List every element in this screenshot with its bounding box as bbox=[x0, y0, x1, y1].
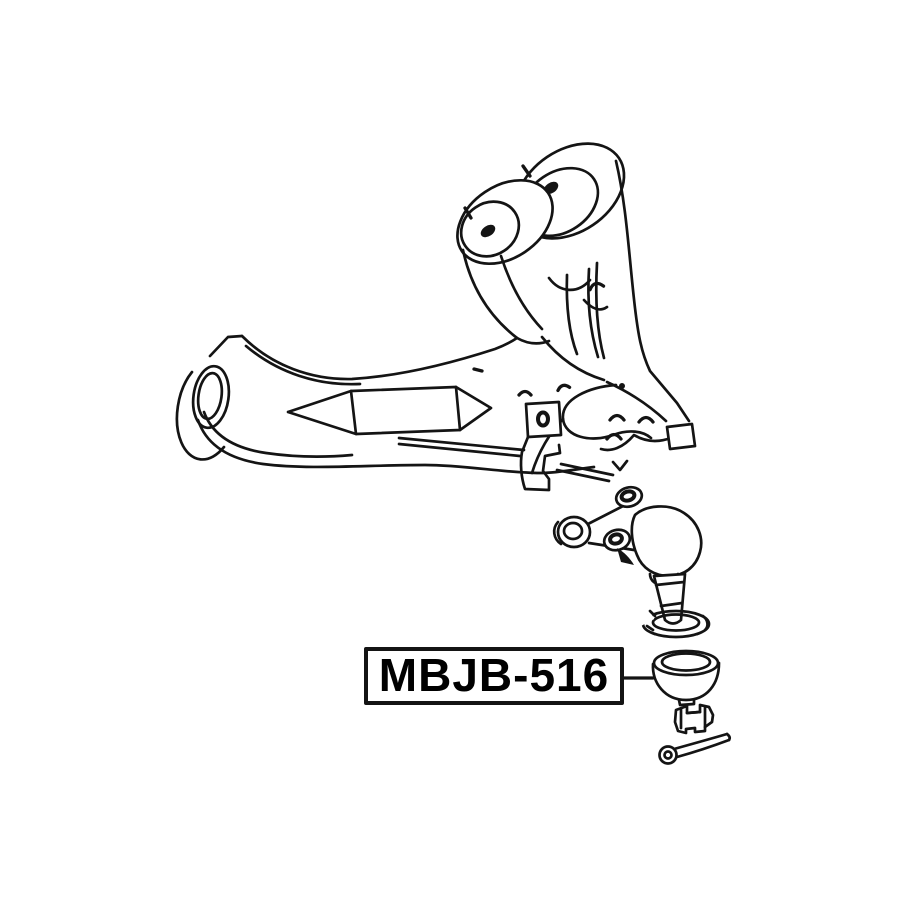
bracket-neck bbox=[461, 248, 551, 345]
dust-boot bbox=[651, 649, 721, 707]
part-label: MBJB-516 bbox=[364, 647, 655, 705]
front-bushing bbox=[456, 178, 554, 266]
part-label-text: MBJB-516 bbox=[379, 649, 609, 701]
ball-joint bbox=[552, 485, 703, 625]
arm-body bbox=[175, 281, 655, 483]
part-label-box bbox=[364, 647, 624, 705]
arm-eye-bushing bbox=[175, 364, 231, 461]
castle-nut bbox=[673, 703, 715, 735]
sub-bracket bbox=[519, 400, 563, 492]
control-arm bbox=[175, 142, 697, 492]
ball-housing bbox=[630, 505, 703, 578]
snap-ring bbox=[631, 606, 711, 639]
cotter-pin bbox=[658, 732, 732, 765]
